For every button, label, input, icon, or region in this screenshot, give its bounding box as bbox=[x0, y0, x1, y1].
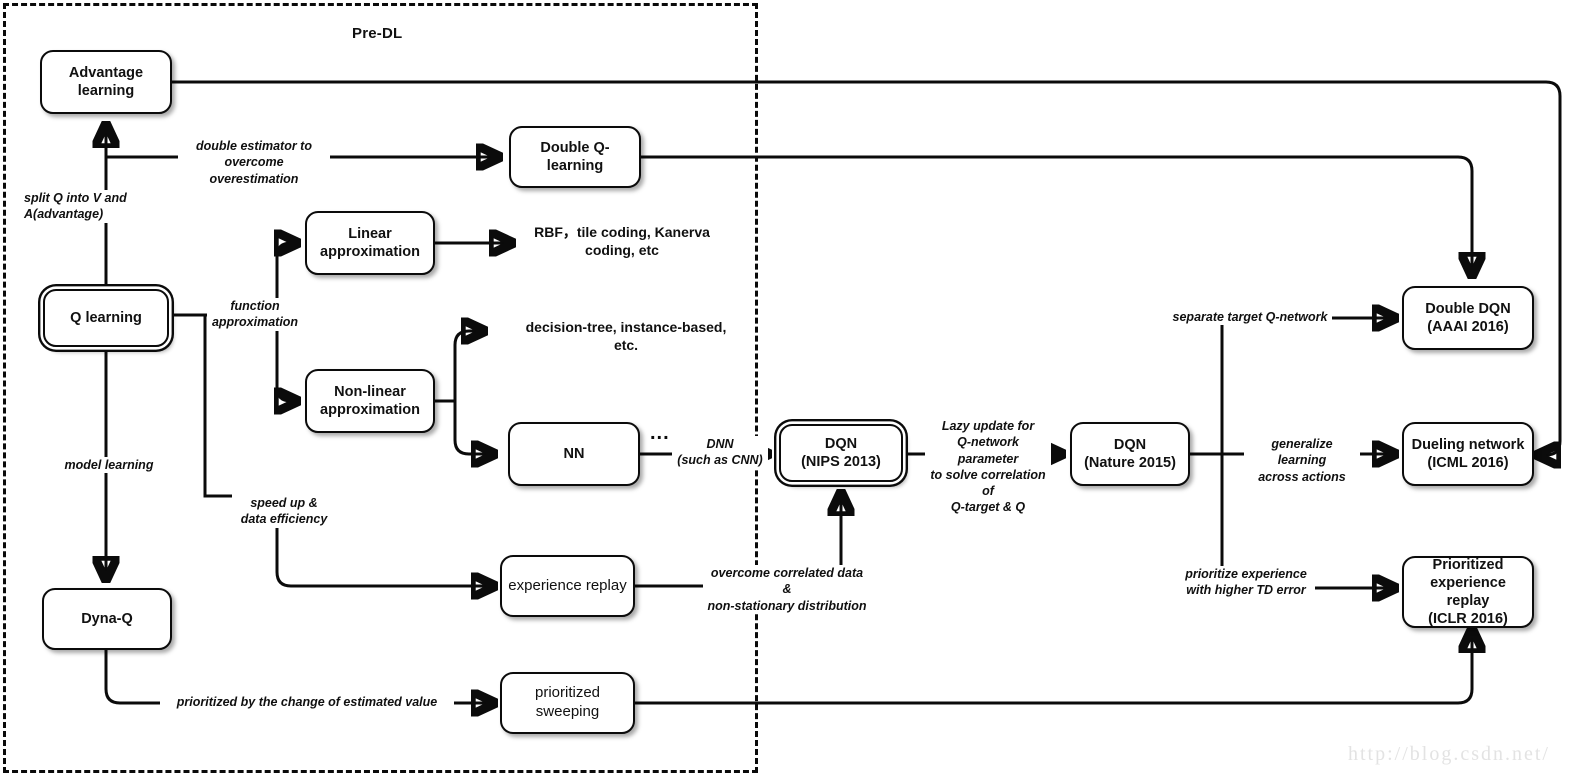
label-model-learning: model learning bbox=[55, 457, 163, 474]
node-label: Dyna-Q bbox=[81, 610, 133, 627]
edge-advantage-to-dueling bbox=[172, 80, 1562, 455]
node-label: experience replay bbox=[508, 576, 627, 594]
node-dqn-nature[interactable]: DQN (Nature 2015) bbox=[1070, 422, 1190, 486]
edge-dynaq-stub bbox=[104, 650, 160, 705]
edge-speedup-to-experience-replay bbox=[275, 524, 494, 586]
edge-sweeping-to-per bbox=[635, 630, 1472, 705]
node-experience-replay[interactable]: experience replay bbox=[500, 555, 635, 617]
label-prioritize-experience: prioritize experience with higher TD err… bbox=[1177, 566, 1315, 599]
node-label: DQN (Nature 2015) bbox=[1084, 436, 1176, 471]
node-nonlinear-approximation[interactable]: Non-linear approximation bbox=[305, 369, 435, 433]
node-label: Double DQN (AAAI 2016) bbox=[1425, 300, 1511, 335]
edge-nonlinear-to-decisiontree bbox=[453, 331, 484, 401]
label-split-q: split Q into V and A(advantage) bbox=[22, 190, 206, 223]
label-speed-up: speed up & data efficiency bbox=[232, 495, 336, 528]
pre-dl-region bbox=[3, 3, 758, 773]
label-function-approximation: function approximation bbox=[207, 298, 303, 331]
node-dyna-q[interactable]: Dyna-Q bbox=[42, 588, 172, 650]
edge-doubleq-to-doubledqn bbox=[641, 155, 1472, 275]
node-label: NN bbox=[563, 445, 585, 462]
node-label: Advantage learning bbox=[68, 64, 144, 99]
node-advantage-learning[interactable]: Advantage learning bbox=[40, 50, 172, 114]
node-double-q-learning[interactable]: Double Q-learning bbox=[509, 126, 641, 188]
node-prioritized-sweeping[interactable]: prioritized sweeping bbox=[500, 672, 635, 734]
node-q-learning[interactable]: Q learning bbox=[43, 289, 169, 347]
node-label: Prioritized experience replay (ICLR 2016… bbox=[1428, 556, 1508, 628]
node-linear-approximation[interactable]: Linear approximation bbox=[305, 211, 435, 275]
label-double-estimator: double estimator to overcome overestimat… bbox=[178, 138, 330, 187]
edge-q-to-speedup bbox=[203, 315, 232, 498]
label-decision-tree: decision-tree, instance-based, etc. bbox=[518, 318, 734, 355]
watermark: http://blog.csdn.net/ bbox=[1348, 743, 1550, 765]
node-dqn-nips[interactable]: DQN (NIPS 2013) bbox=[779, 424, 903, 482]
label-rbf-etc: RBF，tile coding, Kanerva coding, etc bbox=[524, 223, 720, 260]
label-generalize-learning: generalize learning across actions bbox=[1244, 436, 1360, 485]
node-label: prioritized sweeping bbox=[534, 684, 601, 720]
node-label: Q learning bbox=[70, 309, 142, 326]
label-dnn: DNN (such as CNN) bbox=[672, 436, 768, 469]
node-label: Double Q-learning bbox=[540, 139, 610, 174]
edge-q-to-nonlinear bbox=[277, 315, 297, 401]
edge-nonlinear-to-nn bbox=[453, 401, 494, 454]
ellipsis-nn: ... bbox=[650, 422, 670, 444]
label-prioritized-by-change: prioritized by the change of estimated v… bbox=[160, 694, 454, 711]
pre-dl-title: Pre-DL bbox=[352, 25, 403, 42]
node-double-dqn[interactable]: Double DQN (AAAI 2016) bbox=[1402, 286, 1534, 350]
node-dueling-network[interactable]: Dueling network (ICML 2016) bbox=[1402, 422, 1534, 486]
node-label: Dueling network (ICML 2016) bbox=[1411, 436, 1525, 471]
node-label: DQN (NIPS 2013) bbox=[801, 435, 881, 470]
label-separate-target: separate target Q-network bbox=[1168, 309, 1332, 326]
node-prioritized-experience-replay[interactable]: Prioritized experience replay (ICLR 2016… bbox=[1402, 556, 1534, 628]
node-label: Non-linear approximation bbox=[320, 383, 420, 418]
label-lazy-update: Lazy update for Q-network parameter to s… bbox=[925, 418, 1051, 516]
node-nn[interactable]: NN bbox=[508, 422, 640, 486]
node-label: Linear approximation bbox=[320, 225, 420, 260]
label-overcome-correlated: overcome correlated data & non-stationar… bbox=[705, 565, 869, 614]
